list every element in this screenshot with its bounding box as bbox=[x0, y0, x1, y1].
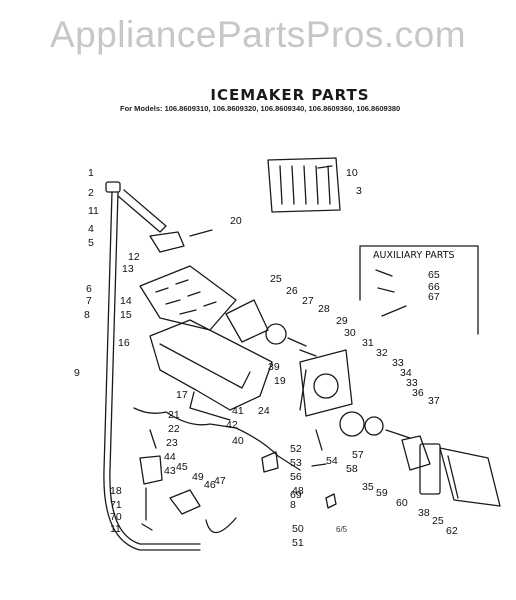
callout-57: 57 bbox=[352, 449, 364, 461]
mold-housing bbox=[149, 319, 273, 411]
clamp-top bbox=[105, 181, 121, 193]
heater-rake bbox=[225, 299, 269, 343]
model-numbers: For Models: 106.8609310, 106.8609320, 10… bbox=[120, 104, 401, 113]
callout-30: 30 bbox=[344, 327, 356, 339]
callout-5: 5 bbox=[88, 237, 94, 249]
callout-65: 65 bbox=[428, 269, 440, 281]
callout-11: 11 bbox=[110, 523, 121, 535]
callout-36: 36 bbox=[412, 387, 424, 399]
auxiliary-box bbox=[359, 245, 479, 335]
callout-18: 18 bbox=[110, 485, 122, 497]
callout-35: 35 bbox=[362, 481, 374, 493]
callout-34: 34 bbox=[400, 367, 412, 379]
callout-26: 26 bbox=[286, 285, 298, 297]
callout-44: 44 bbox=[164, 451, 176, 463]
callout-46: 46 bbox=[204, 479, 216, 491]
callout-69: 69 bbox=[290, 489, 302, 501]
callout-32: 32 bbox=[376, 347, 388, 359]
callout-29: 29 bbox=[336, 315, 348, 327]
callout-19: 19 bbox=[274, 375, 286, 387]
callout-59: 59 bbox=[376, 487, 388, 499]
callout-8: 8 bbox=[290, 499, 296, 511]
callout-50: 50 bbox=[292, 523, 304, 535]
callout-1: 1 bbox=[88, 167, 94, 179]
callout-4: 4 bbox=[88, 223, 94, 235]
callout-58: 58 bbox=[346, 463, 358, 475]
callout-21: 21 bbox=[168, 409, 180, 421]
callout-49: 49 bbox=[192, 471, 204, 483]
callout-33: 33 bbox=[406, 377, 418, 389]
callout-23: 23 bbox=[166, 437, 178, 449]
callout-27: 27 bbox=[302, 295, 314, 307]
callout-62: 62 bbox=[446, 525, 458, 537]
callout-20: 20 bbox=[230, 215, 242, 227]
lower-parts bbox=[169, 489, 201, 515]
callout-9: 9 bbox=[74, 367, 80, 379]
callout-52: 52 bbox=[290, 443, 302, 455]
callout-31: 31 bbox=[362, 337, 374, 349]
callout-54: 54 bbox=[326, 455, 338, 467]
callout-56: 56 bbox=[290, 471, 302, 483]
back-cover bbox=[439, 447, 501, 507]
control-housing bbox=[299, 349, 353, 417]
callout-48: 48 bbox=[292, 485, 304, 497]
callout-66: 66 bbox=[428, 281, 440, 293]
motor bbox=[339, 411, 365, 437]
callout-22: 22 bbox=[168, 423, 180, 435]
callout-12: 12 bbox=[128, 251, 140, 263]
callout-42: 42 bbox=[226, 419, 238, 431]
auxiliary-parts-title: AUXILIARY PARTS bbox=[373, 250, 455, 261]
callout-7: 7 bbox=[86, 295, 92, 307]
diagram-title: ICEMAKER PARTS bbox=[210, 86, 370, 104]
callout-24: 24 bbox=[258, 405, 270, 417]
fill-tube bbox=[103, 191, 201, 551]
water-valve bbox=[139, 455, 163, 485]
callout-25: 25 bbox=[432, 515, 444, 527]
callout-15: 15 bbox=[120, 309, 132, 321]
callout-33: 33 bbox=[392, 357, 404, 369]
callout-71: 71 bbox=[110, 499, 122, 511]
wiring-harness bbox=[133, 407, 301, 471]
callout-70: 70 bbox=[110, 511, 122, 523]
callout-60: 60 bbox=[396, 497, 408, 509]
callout-3: 3 bbox=[356, 185, 362, 197]
callout-38: 38 bbox=[418, 507, 430, 519]
callout-43: 43 bbox=[164, 465, 176, 477]
callout-25: 25 bbox=[270, 273, 282, 285]
callout-2: 2 bbox=[88, 187, 94, 199]
callout-53: 53 bbox=[290, 457, 302, 469]
watermark: AppliancePartsPros.com bbox=[49, 14, 467, 55]
callout-51: 51 bbox=[292, 537, 304, 549]
callout-67: 67 bbox=[428, 291, 440, 303]
callout-45: 45 bbox=[176, 461, 188, 473]
shutoff-arm bbox=[149, 231, 185, 253]
callout-13: 13 bbox=[122, 263, 134, 275]
callout-11: 11 bbox=[88, 205, 99, 217]
callout-17: 17 bbox=[176, 389, 188, 401]
callout-39: 39 bbox=[268, 361, 280, 373]
front-cover bbox=[267, 157, 341, 213]
callout-8: 8 bbox=[84, 309, 90, 321]
callout-10: 10 bbox=[346, 167, 358, 179]
callout-6: 6 bbox=[86, 283, 92, 295]
ice-mold bbox=[139, 265, 237, 331]
callout-47: 47 bbox=[214, 475, 226, 487]
callout-41: 41 bbox=[232, 405, 244, 417]
callout-28: 28 bbox=[318, 303, 330, 315]
callout-37: 37 bbox=[428, 395, 440, 407]
switch-assembly bbox=[401, 435, 431, 471]
page-code: 6/5 bbox=[336, 525, 348, 534]
callout-16: 16 bbox=[118, 337, 130, 349]
callout-40: 40 bbox=[232, 435, 244, 447]
callout-14: 14 bbox=[120, 295, 132, 307]
